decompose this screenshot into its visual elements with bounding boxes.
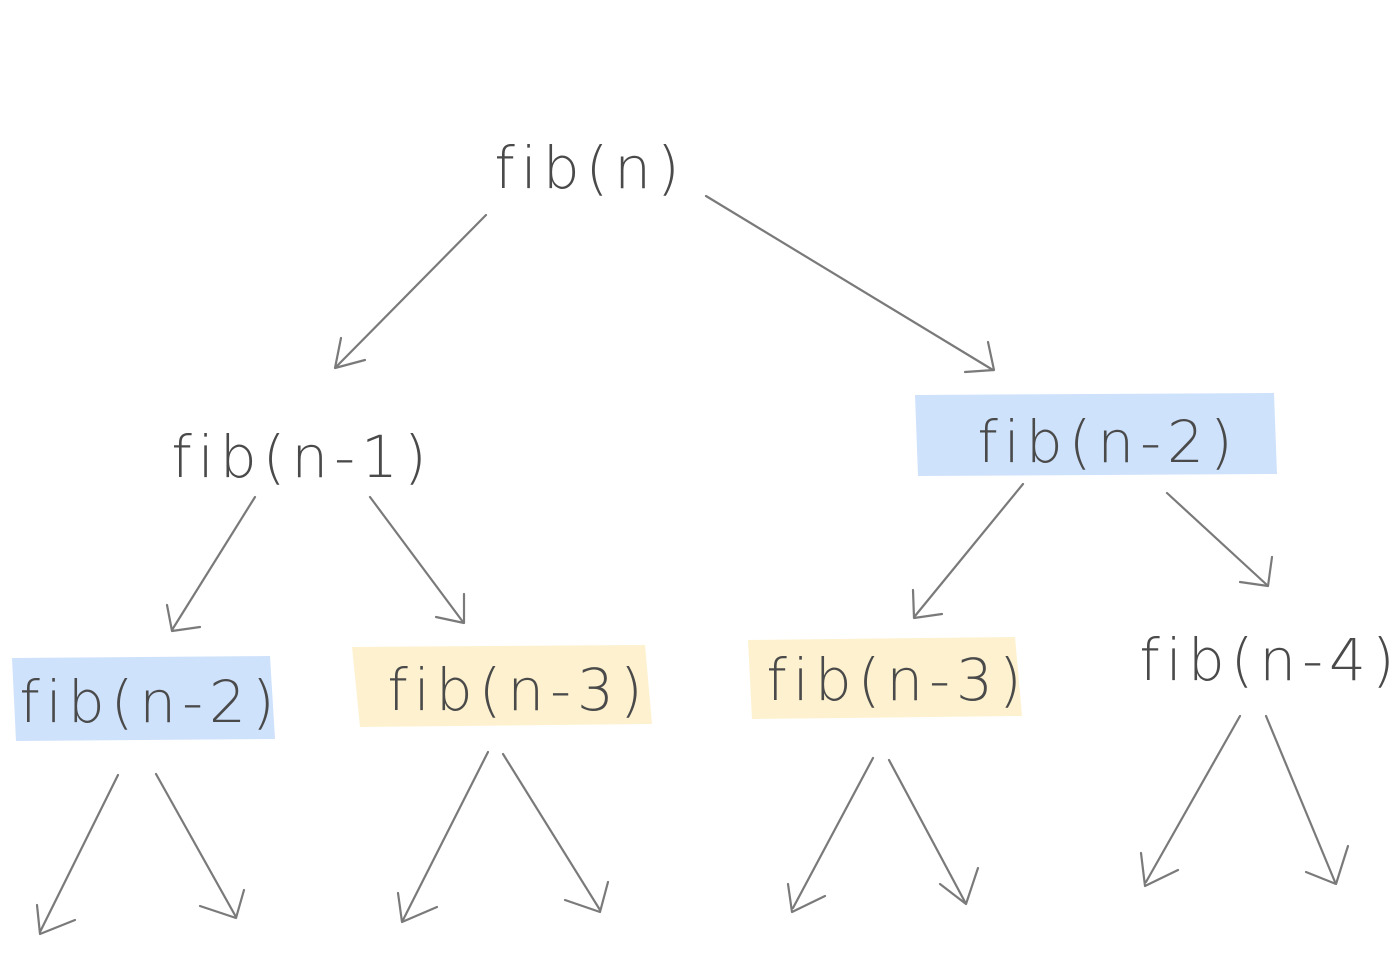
edge-fib-n2-left-child-a [38,773,120,934]
highlight-fib-n2-left [12,656,275,741]
edge-fib-n2-right-to-fib-n3-right [913,482,1025,618]
edge-fib-n1-to-fib-n3-left [368,495,465,624]
arrowhead-fib-n2-right-to-fib-n4 [1238,555,1274,588]
arrowhead-fib-n4-child-a [1139,851,1180,888]
edge-layer [35,194,1350,936]
arrowhead-fib-n2-left-child-b [198,888,246,920]
arrowhead-fib-n1-to-fib-n2-left [165,603,202,633]
edge-fib-n4-child-a [1144,714,1242,884]
arrowhead-fib-n4-child-b [1304,844,1350,886]
edge-fib-n4-child-b [1264,714,1337,884]
highlight-fib-n3-right [748,637,1022,719]
edge-fib-n3-left-child-b [501,752,602,912]
node-label-fib-n3-left: fib(n-3) [387,656,648,724]
node-label-fib-n: fib(n) [494,134,685,202]
arrowhead-fib-n2-left-child-a [35,903,77,936]
highlight-fib-n3-left [352,645,652,727]
label-layer: fib(n) fib(n-1) fib(n-2) fib(n-2) fib(n-… [19,134,1400,736]
arrowhead-root-to-fib-n1 [333,336,367,370]
arrowhead-fib-n1-to-fib-n3-left [434,592,466,625]
edge-fib-n3-right-child-b [887,758,967,904]
arrowhead-fib-n3-left-child-b [563,880,610,914]
node-label-fib-n4: fib(n-4) [1139,626,1400,694]
edge-root-to-fib-n1 [334,213,488,369]
node-label-fib-n1: fib(n-1) [171,423,432,491]
node-label-fib-n2-left: fib(n-2) [19,668,280,736]
edge-fib-n1-to-fib-n2-left [170,495,257,632]
node-label-fib-n3-right: fib(n-3) [766,646,1027,714]
arrowhead-fib-n2-right-to-fib-n3-right [911,588,944,620]
arrowhead-fib-n3-right-child-b [938,866,980,906]
edge-fib-n3-right-child-a [791,756,875,910]
highlight-fib-n2-right [915,393,1277,476]
edge-root-to-fib-n2-right [704,194,995,372]
edge-fib-n2-left-child-b [154,772,238,919]
highlight-layer [12,393,1277,741]
arrowhead-fib-n3-right-child-a [786,882,827,914]
arrowhead-fib-n3-left-child-a [396,891,439,924]
node-label-fib-n2-right: fib(n-2) [977,408,1238,476]
edge-fib-n3-left-child-a [401,750,490,922]
arrowhead-root-to-fib-n2-right [963,340,996,374]
edge-fib-n2-right-to-fib-n4 [1165,491,1269,587]
